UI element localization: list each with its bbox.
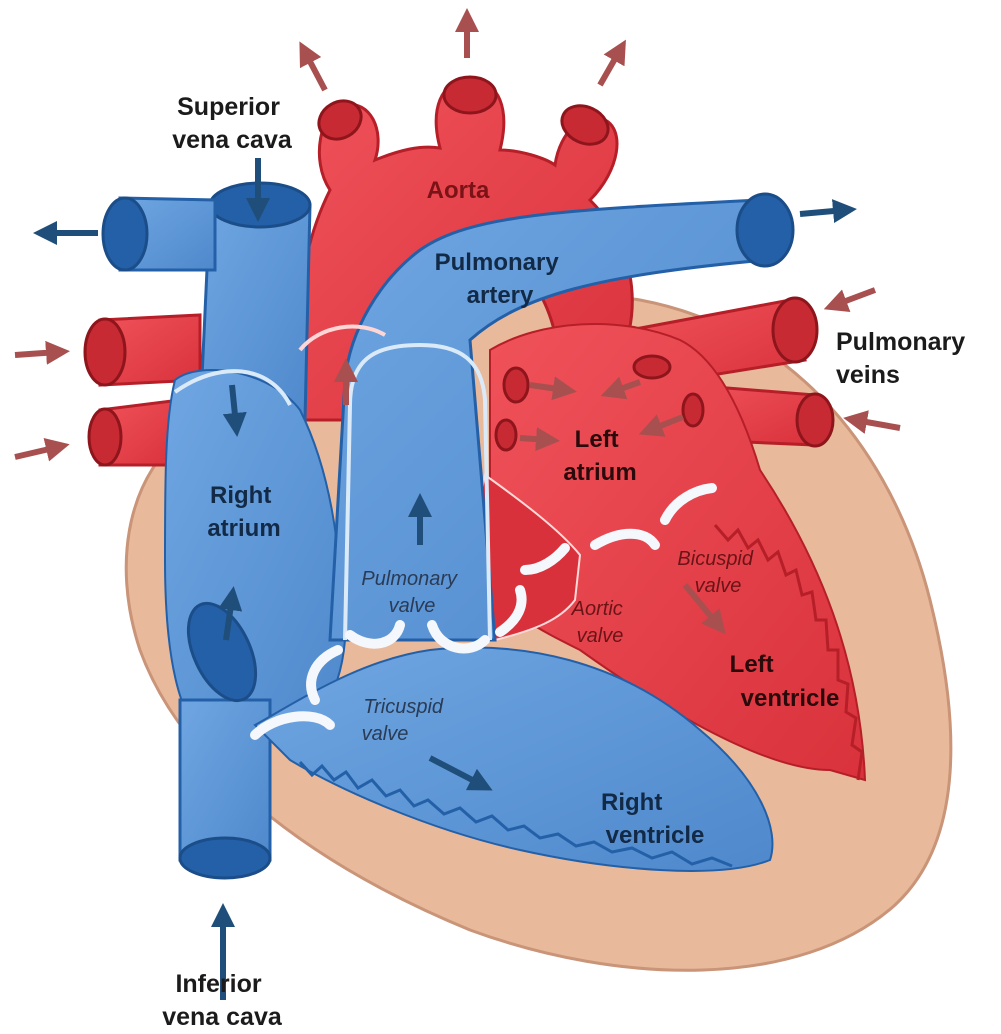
label-aorta: Aorta — [427, 177, 490, 204]
flow-arrow — [520, 438, 548, 440]
flow-arrow — [15, 447, 58, 457]
label-superior-vena-cava: Superior vena cava — [172, 93, 293, 154]
flow-arrow — [800, 210, 845, 214]
label-inferior-vena-cava: Inferior vena cava — [162, 970, 283, 1031]
flow-arrow — [600, 50, 620, 85]
pulmonary-vein-opening — [89, 409, 121, 465]
flow-arrow — [15, 352, 58, 355]
left-branch-opening — [103, 198, 147, 270]
aorta-branch-opening — [444, 77, 496, 113]
pulmonary-vein-opening — [797, 394, 833, 446]
flow-arrow — [232, 385, 236, 425]
pulmonary-artery-opening — [737, 194, 793, 266]
pulmonary-vein-opening — [773, 298, 817, 362]
flow-arrow — [305, 52, 325, 90]
inferior-vena-cava-opening — [180, 838, 270, 878]
flow-arrow — [855, 420, 900, 428]
pulmonary-vein-opening — [85, 319, 125, 385]
flow-arrow — [835, 290, 875, 305]
label-pulmonary-veins: Pulmonary veins — [836, 328, 972, 389]
